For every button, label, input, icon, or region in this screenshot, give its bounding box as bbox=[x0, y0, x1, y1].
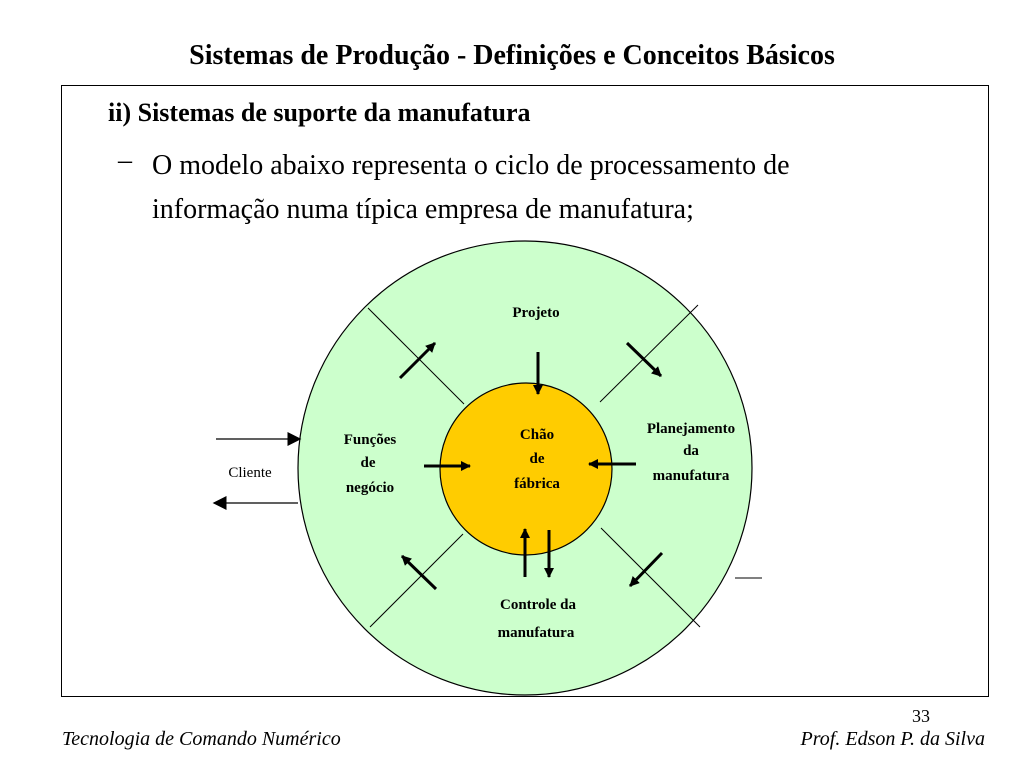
bullet-line-2: informação numa típica empresa de manufa… bbox=[152, 194, 694, 225]
footer-author: Prof. Edson P. da Silva bbox=[800, 728, 985, 750]
divider-bottom-left bbox=[369, 533, 464, 628]
arrow-to-projeto bbox=[398, 341, 437, 380]
label-chao-line1: Chão bbox=[520, 427, 554, 443]
arrow-to-planejamento bbox=[625, 341, 663, 378]
footer-course: Tecnologia de Comando Numérico bbox=[62, 728, 341, 750]
label-projeto: Projeto bbox=[512, 305, 559, 321]
divider-top-left bbox=[367, 307, 465, 405]
bullet-dash: – bbox=[118, 145, 132, 176]
divider-top-right bbox=[599, 304, 699, 403]
label-controle-line1: Controle da bbox=[500, 597, 576, 613]
label-planejamento-line1: Planejamento bbox=[647, 421, 735, 437]
label-controle-line2: manufatura bbox=[498, 625, 575, 641]
label-cliente: Cliente bbox=[228, 465, 272, 481]
arrow-to-controle bbox=[628, 551, 664, 588]
bullet-line-1: O modelo abaixo representa o ciclo de pr… bbox=[152, 150, 790, 181]
slide-title: Sistemas de Produção - Definições e Conc… bbox=[189, 40, 835, 71]
label-funcoes-line1: Funções bbox=[344, 432, 397, 448]
divider-bottom-right bbox=[600, 527, 701, 628]
label-planejamento-line2: da bbox=[683, 443, 699, 459]
label-planejamento-line3: manufatura bbox=[653, 468, 730, 484]
arrow-to-funcoes bbox=[400, 554, 438, 591]
bullet-text: O modelo abaixo representa o ciclo de pr… bbox=[152, 144, 962, 232]
label-chao-line3: fábrica bbox=[514, 476, 560, 492]
slide-number: 33 bbox=[912, 706, 930, 726]
label-funcoes-line2: de bbox=[361, 455, 376, 471]
section-heading: ii) Sistemas de suporte da manufatura bbox=[108, 98, 531, 127]
content-frame bbox=[61, 85, 989, 697]
label-chao-line2: de bbox=[530, 451, 545, 467]
label-funcoes-line3: negócio bbox=[346, 480, 394, 496]
